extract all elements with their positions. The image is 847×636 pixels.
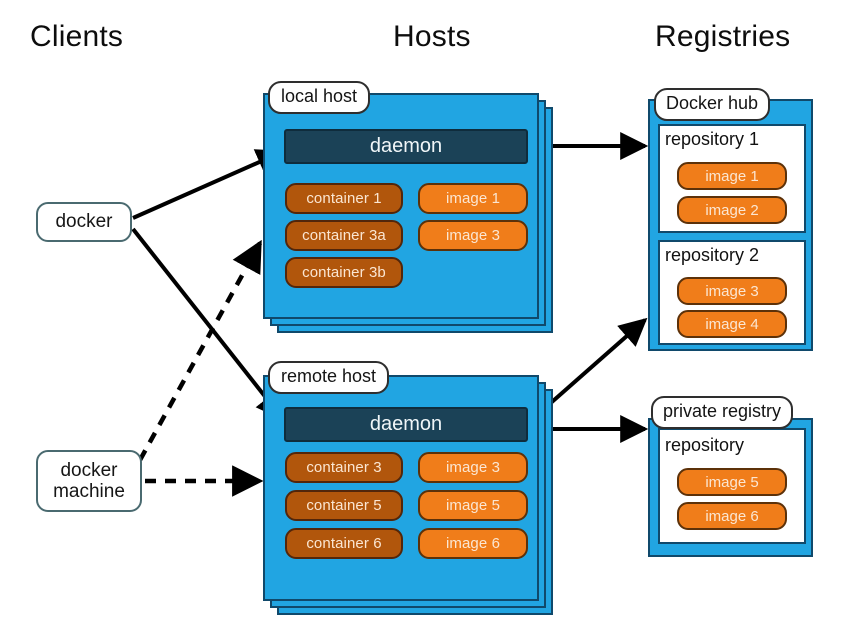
registry-image-3[interactable]: image 3: [677, 277, 787, 305]
client-docker-machine[interactable]: docker machine: [36, 450, 142, 512]
container-3a[interactable]: container 3a: [285, 220, 403, 251]
registry-image-6-label: image 6: [705, 507, 759, 525]
registry-image-1-label: image 1: [705, 167, 759, 185]
registry-image-4[interactable]: image 4: [677, 310, 787, 338]
daemon-remote-host[interactable]: daemon: [284, 407, 528, 442]
registry-image-5[interactable]: image 5: [677, 468, 787, 496]
repository-2-title: repository 2: [665, 245, 760, 265]
client-docker[interactable]: docker: [36, 202, 132, 242]
daemon-local-host-label: daemon: [369, 135, 443, 157]
image-6-remote-host-label: image 6: [445, 535, 501, 552]
image-1-local-host-label: image 1: [445, 190, 501, 207]
repository-private-title: repository: [665, 435, 745, 455]
column-heading-registries: Registries: [655, 20, 791, 53]
image-3-remote-host-label: image 3: [445, 459, 501, 476]
host-label-local-host: local host: [268, 81, 371, 114]
container-1-label: container 1: [306, 190, 382, 207]
host-label-remote-host: remote host: [268, 361, 390, 394]
image-3-local-host[interactable]: image 3: [418, 220, 528, 251]
container-5[interactable]: container 5: [285, 490, 403, 521]
host-remote-host[interactable]: remote host daemon container 3 container…: [263, 361, 553, 615]
container-1[interactable]: container 1: [285, 183, 403, 214]
container-3a-label: container 3a: [302, 227, 386, 244]
container-3b[interactable]: container 3b: [285, 257, 403, 288]
connector-machine-to-local-host: [138, 239, 262, 462]
registry-image-2-label: image 2: [705, 201, 759, 219]
image-3-remote-host[interactable]: image 3: [418, 452, 528, 483]
image-5-remote-host-label: image 5: [445, 497, 501, 514]
registry-image-4-label: image 4: [705, 315, 759, 333]
client-docker-machine-label: docker machine: [53, 459, 125, 502]
repository-1-title: repository 1: [665, 129, 760, 149]
image-3-local-host-label: image 3: [445, 227, 501, 244]
column-heading-hosts: Hosts: [393, 20, 471, 53]
image-1-local-host[interactable]: image 1: [418, 183, 528, 214]
image-6-remote-host[interactable]: image 6: [418, 528, 528, 559]
registry-label-docker-hub: Docker hub: [654, 88, 771, 121]
client-docker-label: docker: [55, 211, 113, 233]
registry-image-2[interactable]: image 2: [677, 196, 787, 224]
image-5-remote-host[interactable]: image 5: [418, 490, 528, 521]
container-3-label: container 3: [306, 459, 382, 476]
column-heading-clients: Clients: [30, 20, 124, 53]
container-6-label: container 6: [306, 535, 382, 552]
registry-image-1[interactable]: image 1: [677, 162, 787, 190]
registry-image-5-label: image 5: [705, 473, 759, 491]
registry-image-3-label: image 3: [705, 282, 759, 300]
daemon-remote-host-label: daemon: [369, 413, 443, 435]
connector-docker-to-local-daemon: [132, 149, 285, 220]
connector-docker-to-remote-daemon: [131, 227, 284, 421]
registry-label-private-registry: private registry: [651, 396, 794, 429]
registry-image-6[interactable]: image 6: [677, 502, 787, 530]
container-6[interactable]: container 6: [285, 528, 403, 559]
container-5-label: container 5: [306, 497, 382, 514]
host-local-host[interactable]: local host daemon container 1 container …: [263, 81, 553, 333]
container-3b-label: container 3b: [302, 264, 386, 281]
container-3[interactable]: container 3: [285, 452, 403, 483]
daemon-local-host[interactable]: daemon: [284, 129, 528, 164]
